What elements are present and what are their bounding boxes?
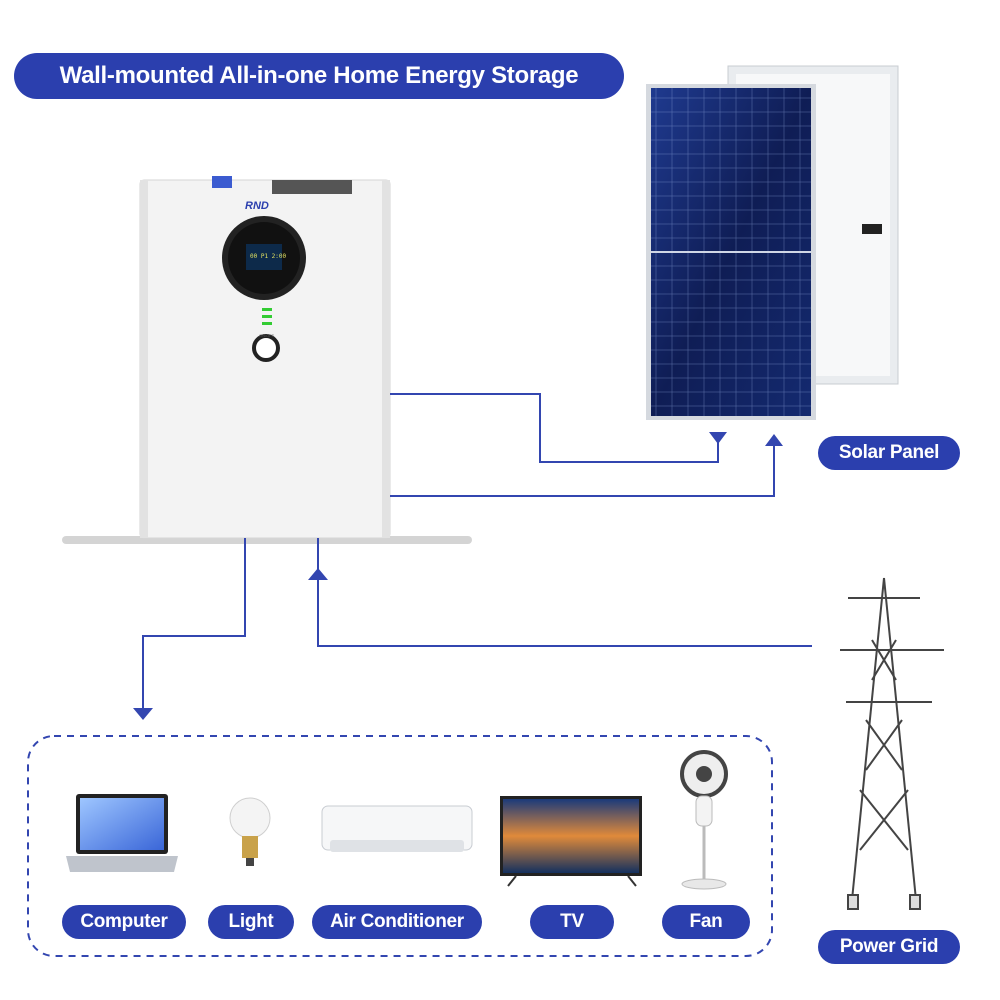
light-illustration [229,797,271,866]
load-label-computer: Computer [62,905,186,939]
load-label-light: Light [208,905,294,939]
solar-panel-illustration [646,65,899,420]
load-label-tv: TV [530,905,614,939]
lcd-display: 00 P1 2:00 [250,253,287,260]
solar-panel-label: Solar Panel [818,436,960,470]
air-conditioner-illustration [321,805,473,852]
storage-unit [62,176,472,544]
power-button-caption: ON/OFF [259,333,275,338]
flow-arrows [133,432,783,720]
fan-illustration [680,750,728,890]
tv-illustration [500,796,642,887]
connection-lines [142,393,812,712]
power-grid-label: Power Grid [818,930,960,964]
power-grid-tower [840,577,944,910]
page-title: Wall-mounted All-in-one Home Energy Stor… [14,53,624,99]
load-label-fan: Fan [662,905,750,939]
computer-illustration [66,794,178,872]
load-label-air-conditioner: Air Conditioner [312,905,482,939]
loads-box [27,735,773,957]
brand-logo: RND [245,200,269,212]
